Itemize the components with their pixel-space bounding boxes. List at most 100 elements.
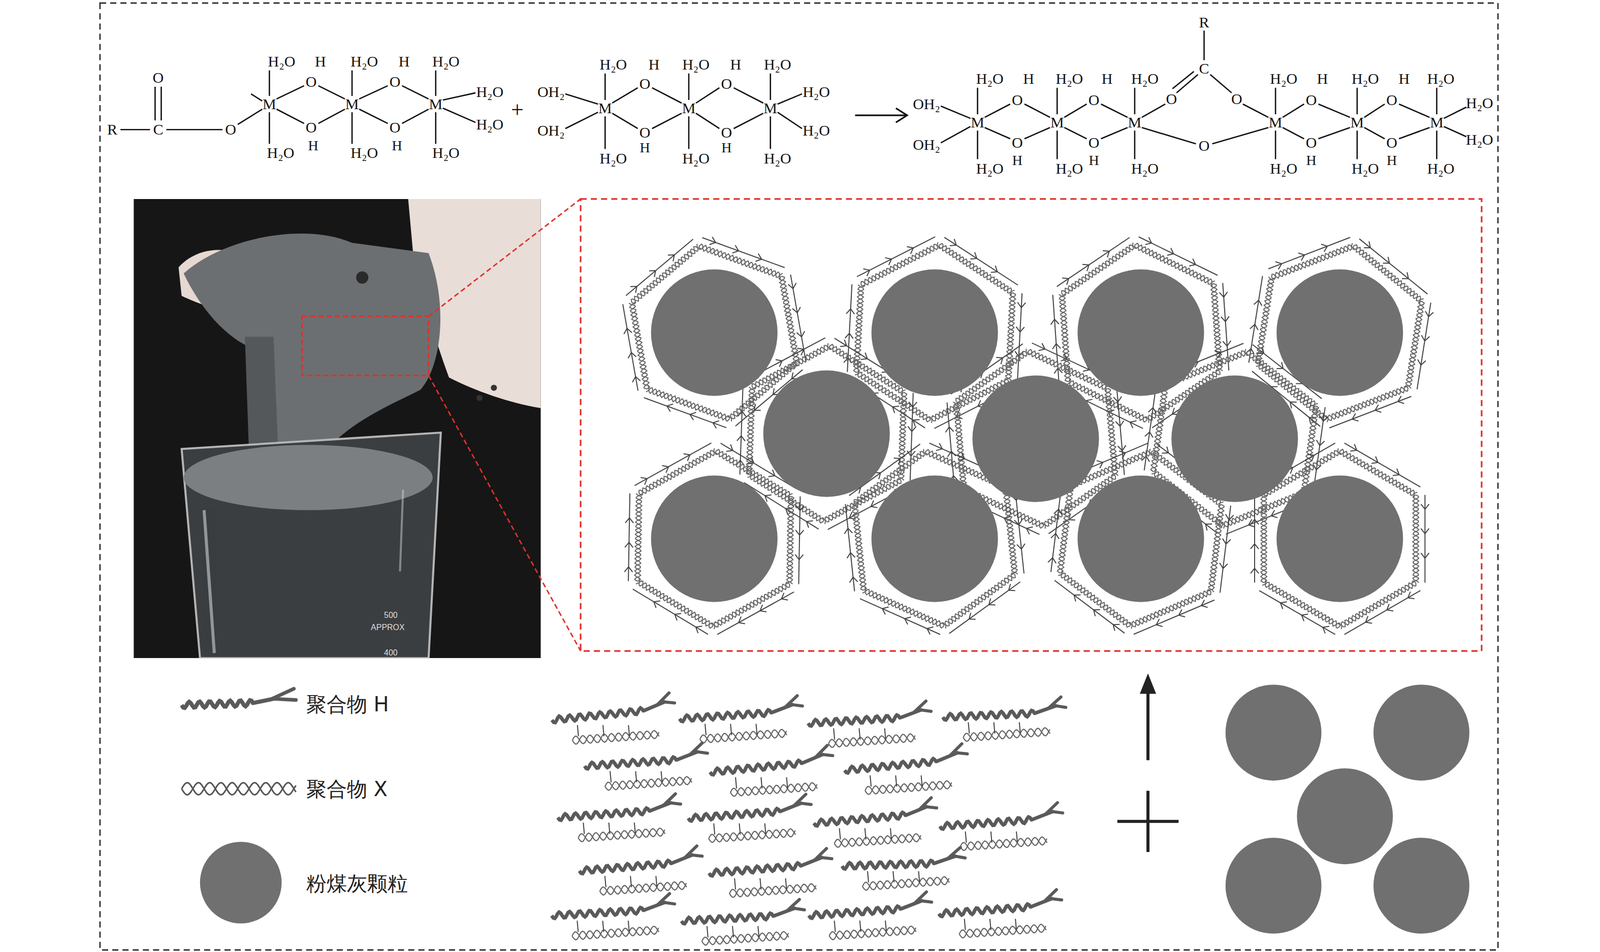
formula-atom: O: [721, 124, 733, 141]
formula-atom: H: [730, 56, 742, 73]
formula-atom: O: [305, 119, 317, 136]
formula-atom: H₂O: [599, 150, 627, 167]
formula-atom: H: [1305, 153, 1317, 168]
zoom-lines: [428, 199, 581, 652]
chemical-bonds: [120, 30, 1467, 159]
formula-atom: H: [648, 56, 660, 73]
formula-atom: R: [107, 121, 118, 138]
formula-atom: O: [305, 74, 317, 90]
formula-atom: OH₂: [912, 96, 941, 112]
formula-atom: O: [639, 124, 651, 141]
sample-photo: [133, 199, 541, 659]
formula-atom: O: [1386, 92, 1398, 108]
legend-text: 聚合物 H: [306, 694, 390, 715]
formula-atom: H₂O: [1055, 71, 1083, 87]
formula-atom: H₂O: [763, 56, 792, 73]
formula-atom: H₂O: [267, 145, 295, 161]
formula-atom: M: [763, 100, 778, 116]
formula-atom: M: [682, 100, 696, 116]
formula-atom: O: [1165, 91, 1177, 107]
formula-atom: H: [639, 140, 650, 155]
formula-atom: H₂O: [976, 161, 1004, 177]
formula-atom: M: [598, 100, 613, 116]
formula-atom: M: [1128, 114, 1142, 131]
legend-text: 聚合物 X: [306, 779, 388, 800]
formula-atom: O: [152, 70, 165, 86]
formula-atom: C: [1198, 60, 1209, 77]
formula-atom: H₂O: [475, 116, 504, 133]
zoom-frame: [580, 199, 1482, 652]
formula-atom: H₂O: [475, 84, 504, 100]
outer-frame: [100, 3, 1498, 951]
formula-atom: M: [970, 114, 985, 131]
formula-atom: O: [639, 76, 651, 92]
polymer-network: [622, 236, 1434, 635]
formula-atom: M: [345, 96, 360, 112]
formula-atom: H: [1317, 71, 1329, 87]
formula-atom: M: [262, 96, 277, 112]
formula-atom: H₂O: [1427, 71, 1455, 87]
beaker-marking: APPROX: [370, 623, 405, 632]
formula-atom: H₂O: [976, 71, 1004, 87]
formula-atom: H: [314, 53, 327, 70]
formula-atom: H₂O: [682, 56, 710, 73]
formula-atom: H: [398, 53, 410, 70]
formula-atom: H₂O: [1465, 95, 1494, 111]
formula-atom: OH₂: [537, 84, 565, 100]
formula-atom: H: [308, 138, 319, 153]
beaker-marking: 400: [384, 649, 398, 658]
legend-samples: [181, 689, 297, 924]
formula-atom: H₂O: [350, 53, 378, 70]
formula-atom: H₂O: [432, 53, 460, 70]
formula-atom: H₂O: [1131, 161, 1159, 177]
formula-atom: H: [1022, 71, 1035, 87]
formula-atom: H₂O: [350, 145, 378, 161]
formula-atom: M: [1050, 114, 1065, 131]
beaker-marking: 500: [384, 611, 398, 620]
formula-atom: O: [1088, 135, 1100, 151]
formula-atom: M: [428, 96, 443, 112]
formula-atom: H: [721, 140, 732, 155]
formula-atom: O: [1011, 92, 1023, 108]
formula-atom: H: [391, 138, 402, 153]
formula-atom: H₂O: [1055, 161, 1083, 177]
formula-atom: H₂O: [1269, 161, 1298, 177]
formula-atom: O: [1088, 92, 1100, 108]
formula-atom: OH₂: [912, 137, 941, 153]
formula-atom: H₂O: [1269, 71, 1298, 87]
formula-atom: M: [1350, 114, 1365, 131]
reaction-arrow: [854, 108, 907, 123]
formula-atom: O: [1011, 135, 1023, 151]
formula-atom: O: [1231, 91, 1243, 107]
formula-atom: H₂O: [802, 122, 830, 139]
formula-atom: O: [389, 119, 401, 136]
formula-atom: C: [152, 121, 164, 138]
formula-atom: H₂O: [1351, 71, 1380, 87]
formula-atom: O: [389, 74, 401, 90]
polymer-tangle: [551, 693, 1066, 946]
formula-atom: H₂O: [682, 150, 710, 167]
formula-atom: H₂O: [432, 145, 460, 161]
formula-atom: H: [1398, 71, 1410, 87]
legend-text: 粉煤灰颗粒: [306, 873, 408, 894]
formula-atom: O: [1386, 135, 1398, 151]
formula-atom: R: [1198, 14, 1209, 30]
formula-atom: H₂O: [1131, 71, 1159, 87]
formula-atom: M: [1268, 114, 1283, 131]
formula-atom: H: [1012, 153, 1023, 168]
formula-atom: O: [225, 121, 237, 138]
formula-atom: O: [721, 76, 733, 92]
plus-sign: [1117, 790, 1179, 853]
formula-atom: O: [1305, 135, 1318, 151]
formula-atom: M: [1429, 114, 1444, 131]
formula-atom: H₂O: [763, 150, 792, 167]
formula-atom: O: [1198, 138, 1210, 154]
formula-atom: H₂O: [802, 84, 830, 100]
formula-atom: O: [1305, 92, 1318, 108]
plus-sign: +: [510, 99, 524, 122]
formula-atom: H₂O: [599, 56, 627, 73]
formula-atom: H₂O: [1465, 132, 1494, 148]
formula-atom: OH₂: [537, 122, 565, 139]
formula-atom: H₂O: [1427, 161, 1455, 177]
